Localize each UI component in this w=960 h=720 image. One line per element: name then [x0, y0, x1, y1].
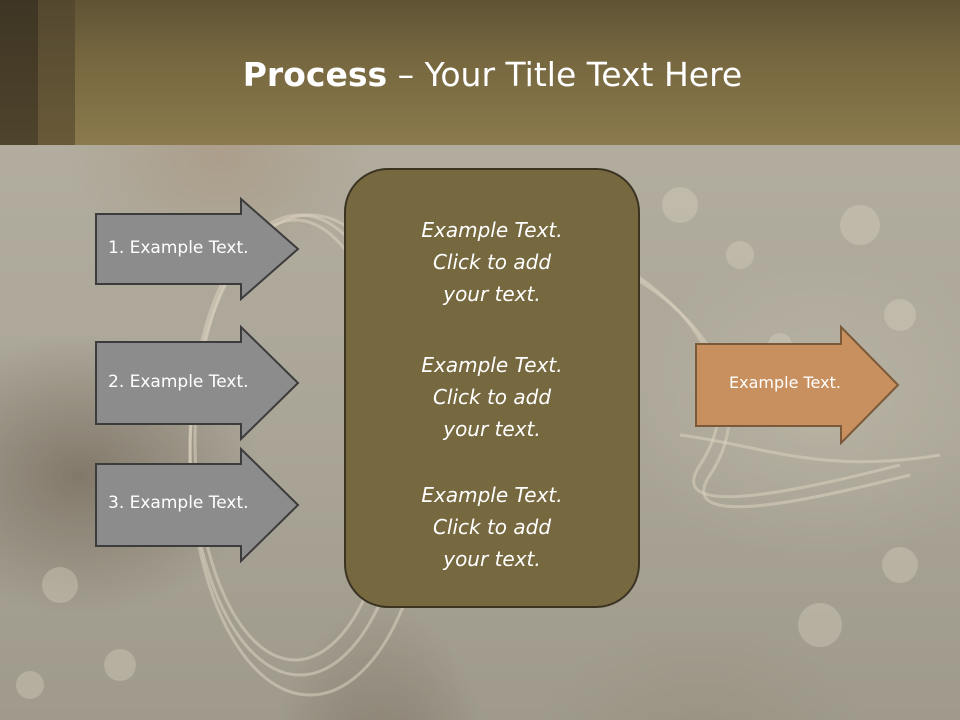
header-accent-strip-secondary [38, 0, 75, 145]
center-text-line: your text. [443, 282, 541, 306]
step-arrow-3[interactable]: 3. Example Text. [95, 446, 300, 564]
center-text-line: Example Text. [421, 218, 563, 242]
center-text-line: Example Text. [421, 483, 563, 507]
step-label-2: 2. Example Text. [108, 372, 249, 392]
step-arrow-2[interactable]: 2. Example Text. [95, 324, 300, 442]
title-rest: – Your Title Text Here [387, 55, 743, 94]
center-text-block-3[interactable]: Example Text. Click to add your text. [346, 479, 638, 575]
title-bold: Process [242, 55, 388, 94]
center-text-line: Example Text. [421, 353, 563, 377]
center-text-line: your text. [443, 547, 541, 571]
rope-lasso-graphic [16, 187, 941, 699]
step-arrow-shape [95, 446, 300, 564]
output-arrow-shape [695, 324, 900, 446]
center-text-line: Click to add [432, 385, 552, 409]
header-accent-strip [0, 0, 38, 145]
center-text-block-1[interactable]: Example Text. Click to add your text. [346, 214, 638, 310]
center-text-block-2[interactable]: Example Text. Click to add your text. [346, 349, 638, 445]
output-arrow[interactable]: Example Text. [695, 324, 900, 446]
center-text-line: Click to add [432, 515, 552, 539]
step-label-1: 1. Example Text. [108, 238, 249, 258]
slide-title[interactable]: Process – Your Title Text Here [0, 52, 960, 98]
step-arrow-shape [95, 196, 300, 302]
center-text-line: your text. [443, 417, 541, 441]
output-label: Example Text. [729, 373, 841, 392]
header-band: Process – Your Title Text Here [0, 0, 960, 145]
step-label-3: 3. Example Text. [108, 493, 249, 513]
step-arrow-1[interactable]: 1. Example Text. [95, 196, 300, 302]
center-text-line: Click to add [432, 250, 552, 274]
step-arrow-shape [95, 324, 300, 442]
center-process-box[interactable]: Example Text. Click to add your text. Ex… [344, 168, 640, 608]
